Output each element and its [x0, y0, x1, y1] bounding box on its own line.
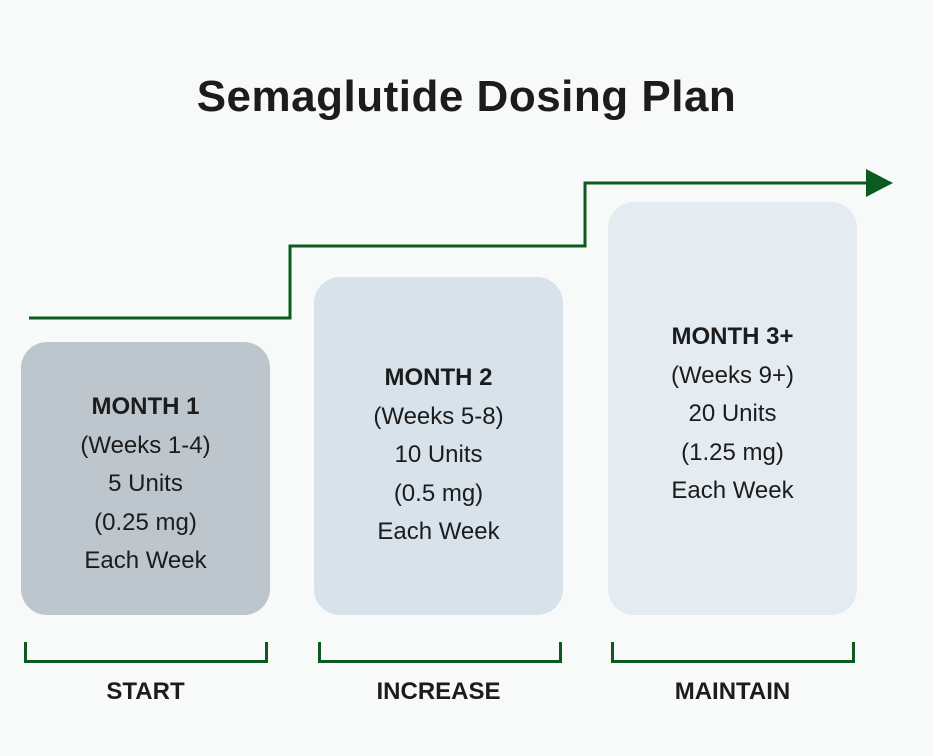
phase-mg: (1.25 mg) — [681, 438, 784, 466]
phase-units: 10 Units — [394, 441, 483, 468]
phase-weeks: (Weeks 1-4) — [80, 431, 211, 459]
phase-label-start: START — [106, 678, 185, 705]
phase-card-month-2: MONTH 2 (Weeks 5-8) 10 Units (0.5 mg) Ea… — [314, 277, 563, 615]
phase-heading: MONTH 1 — [91, 393, 200, 420]
bracket-maintain — [611, 642, 855, 663]
phase-mg: (0.5 mg) — [393, 479, 484, 507]
phase-units: 5 Units — [108, 470, 183, 497]
bracket-increase — [318, 642, 562, 663]
phase-label-maintain: MAINTAIN — [674, 678, 791, 705]
bracket-start — [24, 642, 268, 663]
phase-heading: MONTH 3+ — [671, 323, 794, 350]
phase-heading: MONTH 2 — [384, 364, 493, 391]
step-line — [29, 181, 868, 320]
phase-label-increase: INCREASE — [376, 678, 501, 705]
arrow-head-icon — [866, 169, 893, 197]
phase-mg: (0.25 mg) — [94, 508, 197, 536]
phase-weeks: (Weeks 5-8) — [373, 402, 504, 430]
page-title: Semaglutide Dosing Plan — [196, 72, 737, 121]
phase-units: 20 Units — [688, 400, 777, 427]
phase-frequency: Each Week — [377, 518, 500, 545]
phase-card-month-3: MONTH 3+ (Weeks 9+) 20 Units (1.25 mg) E… — [608, 202, 857, 615]
phase-frequency: Each Week — [84, 547, 207, 574]
phase-frequency: Each Week — [671, 477, 794, 504]
phase-card-month-1: MONTH 1 (Weeks 1-4) 5 Units (0.25 mg) Ea… — [21, 342, 270, 615]
phase-weeks: (Weeks 9+) — [671, 361, 794, 389]
